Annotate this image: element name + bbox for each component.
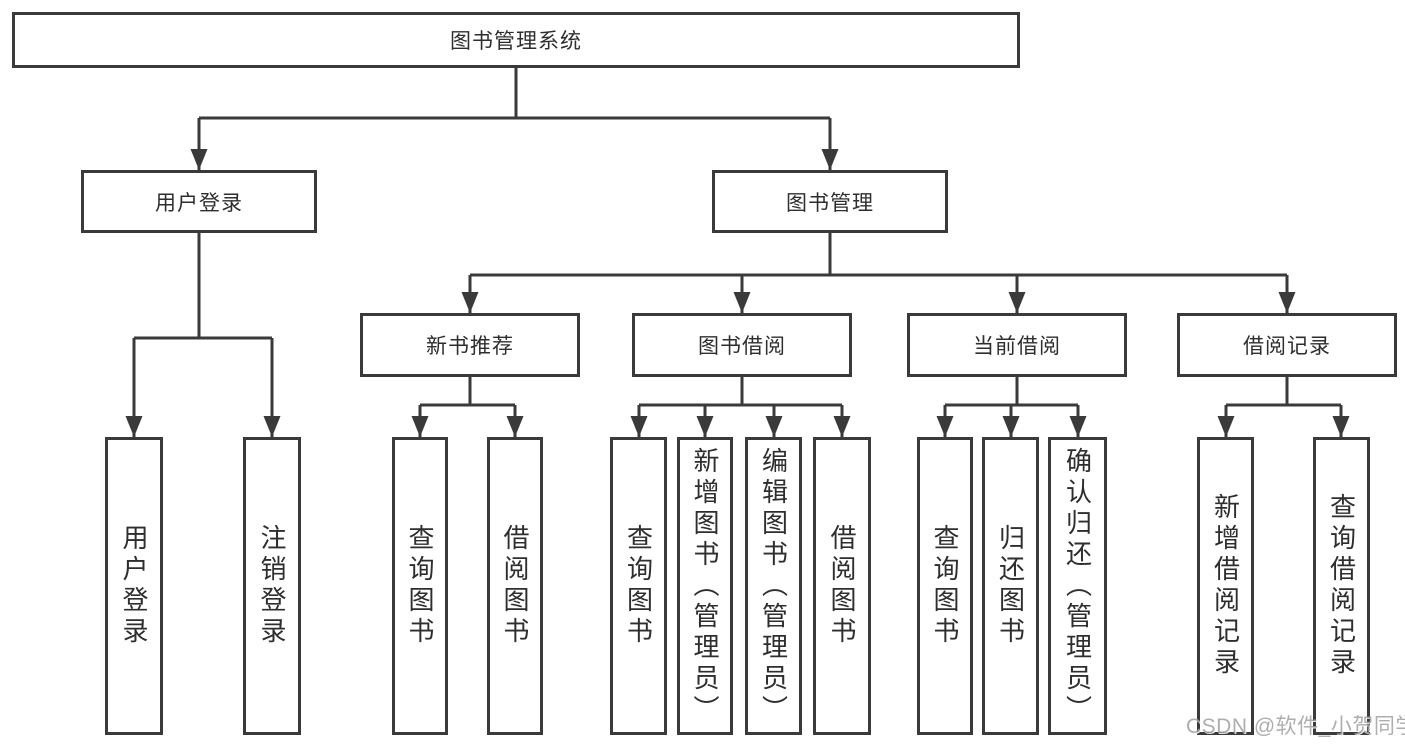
leaf-query-books-borrow: 查询图书 [610,437,667,735]
node-borrow-records: 借阅记录 [1177,313,1397,377]
leaf-logout-login: 注销登录 [243,437,301,735]
leaf-borrow-books-borrow: 借阅图书 [813,437,871,735]
leaf-add-borrow-record: 新增借阅记录 [1197,437,1254,735]
node-book-management: 图书管理 [712,170,948,233]
node-current-borrow: 当前借阅 [907,313,1127,377]
leaf-borrow-books-recommend: 借阅图书 [487,437,543,735]
csdn-watermark: CSDN @软件_小贺同学 [1186,715,1405,738]
leaf-edit-books-admin: 编辑图书（管理员） [745,437,802,735]
node-new-book-recommend: 新书推荐 [360,313,580,377]
node-user-login: 用户登录 [81,170,317,233]
node-book-borrow: 图书借阅 [632,313,852,377]
leaf-query-borrow-record: 查询借阅记录 [1313,437,1370,735]
leaf-query-books-recommend: 查询图书 [392,437,448,735]
leaf-confirm-return-admin: 确认归还（管理员） [1048,437,1107,735]
leaf-return-books: 归还图书 [982,437,1039,735]
leaf-add-books-admin: 新增图书（管理员） [677,437,733,735]
leaf-user-login: 用户登录 [105,437,163,735]
node-root: 图书管理系统 [12,12,1020,68]
leaf-query-books-current: 查询图书 [917,437,973,735]
